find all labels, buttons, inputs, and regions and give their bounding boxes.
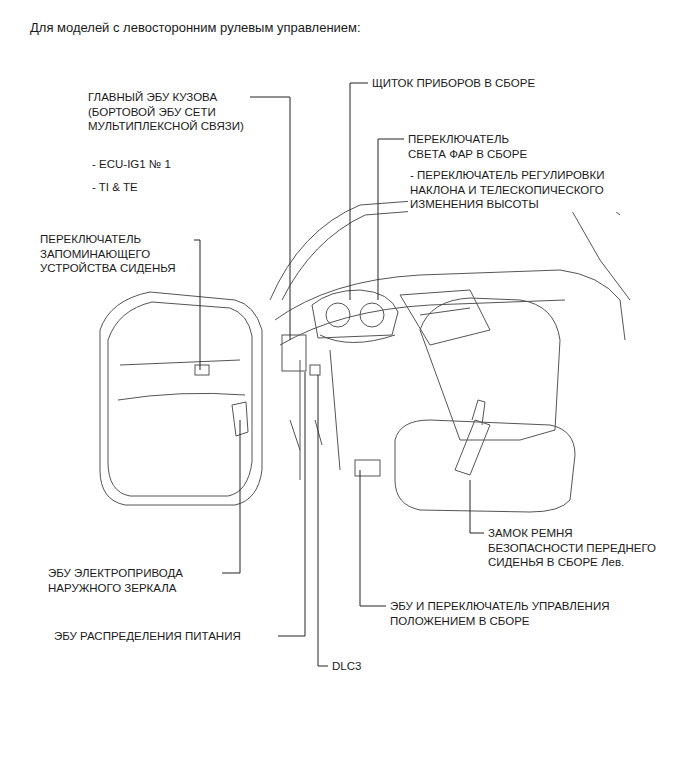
part-label: ЗАМОК РЕМНЯ БЕЗОПАСНОСТИ ПЕРЕДНЕГО СИДЕН… [486, 526, 670, 570]
part-label: ПЕРЕКЛЮЧАТЕЛЬ ЗАПОМИНАЮЩЕГО УСТРОЙСТВА С… [38, 232, 194, 276]
part-label: ПЕРЕКЛЮЧАТЕЛЬ СВЕТА ФАР В СБОРЕ [406, 132, 550, 161]
part-label: - ECU-IG1 № 1 [90, 157, 173, 172]
part-label: ЭБУ И ПЕРЕКЛЮЧАТЕЛЬ УПРАВЛЕНИЯ ПОЛОЖЕНИЕ… [388, 599, 612, 628]
part-label: ЭБУ ЭЛЕКТРОПРИВОДА НАРУЖНОГО ЗЕРКАЛА [46, 566, 222, 595]
part-label: ЭБУ РАСПРЕДЕЛЕНИЯ ПИТАНИЯ [52, 629, 243, 644]
part-label: ЩИТОК ПРИБОРОВ В СБОРЕ [370, 76, 537, 91]
part-label: ГЛАВНЫЙ ЭБУ КУЗОВА (БОРТОВОЙ ЭБУ СЕТИ МУ… [86, 90, 250, 134]
diagram-title: Для моделей с левосторонним рулевым упра… [30, 20, 361, 36]
part-label: - ПЕРЕКЛЮЧАТЕЛЬ РЕГУЛИРОВКИ НАКЛОНА И ТЕ… [408, 168, 634, 212]
part-label: DLC3 [330, 659, 363, 674]
part-label: - TI & TE [90, 180, 140, 195]
